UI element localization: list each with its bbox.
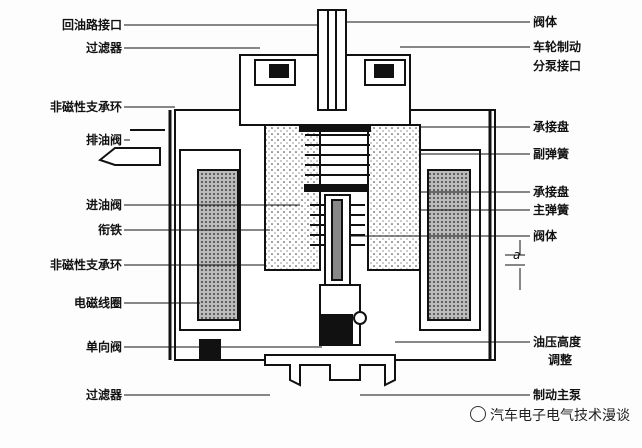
bearing-plate-upper bbox=[299, 124, 371, 132]
label-dimension-a: a bbox=[513, 248, 521, 262]
leader-lines bbox=[124, 21, 530, 396]
bearing-plate-lower bbox=[304, 184, 368, 192]
watermark: 汽车电子电气技术漫谈 bbox=[470, 405, 630, 425]
watermark-text: 汽车电子电气技术漫谈 bbox=[490, 408, 630, 424]
label-inlet-valve: 进油阀 bbox=[85, 198, 122, 212]
exhaust-valve bbox=[97, 129, 165, 166]
label-return-port: 回油路接口 bbox=[61, 18, 122, 32]
secondary-spring bbox=[305, 134, 370, 176]
label-armature: 衔铁 bbox=[97, 223, 122, 237]
label-valve-body-top: 阀体 bbox=[533, 15, 558, 29]
label-wheel-brake: 车轮制动 bbox=[533, 40, 582, 54]
label-main-spring: 主弹簧 bbox=[533, 203, 570, 217]
label-nonmagnetic-ring-1: 非磁性支承环 bbox=[49, 100, 122, 114]
label-master-cylinder: 制动主泵 bbox=[533, 388, 582, 402]
label-valve-body: 阀体 bbox=[533, 229, 558, 243]
label-nonmagnetic-ring-2: 非磁性支承环 bbox=[49, 258, 122, 272]
label-adjust: 调整 bbox=[548, 353, 573, 367]
bottom-base bbox=[264, 354, 396, 387]
armature-right bbox=[367, 124, 421, 271]
check-valve bbox=[321, 314, 353, 346]
label-cylinder-port: 分泵接口 bbox=[533, 59, 582, 73]
label-exhaust-valve: 排油阀 bbox=[85, 133, 122, 147]
label-filter-top: 过滤器 bbox=[85, 41, 122, 55]
label-bearing-plate-2: 承接盘 bbox=[533, 185, 570, 199]
label-bearing-plate-1: 承接盘 bbox=[533, 120, 570, 134]
label-check-valve: 单向阀 bbox=[85, 340, 122, 354]
label-coil: 电磁线圈 bbox=[73, 296, 122, 310]
main-spring bbox=[310, 204, 365, 246]
armature-left bbox=[264, 124, 321, 271]
wechat-icon bbox=[470, 406, 486, 422]
label-pressure-height: 油压高度 bbox=[533, 335, 582, 349]
label-secondary-spring: 副弹簧 bbox=[533, 147, 570, 161]
label-filter-bottom: 过滤器 bbox=[85, 388, 122, 402]
